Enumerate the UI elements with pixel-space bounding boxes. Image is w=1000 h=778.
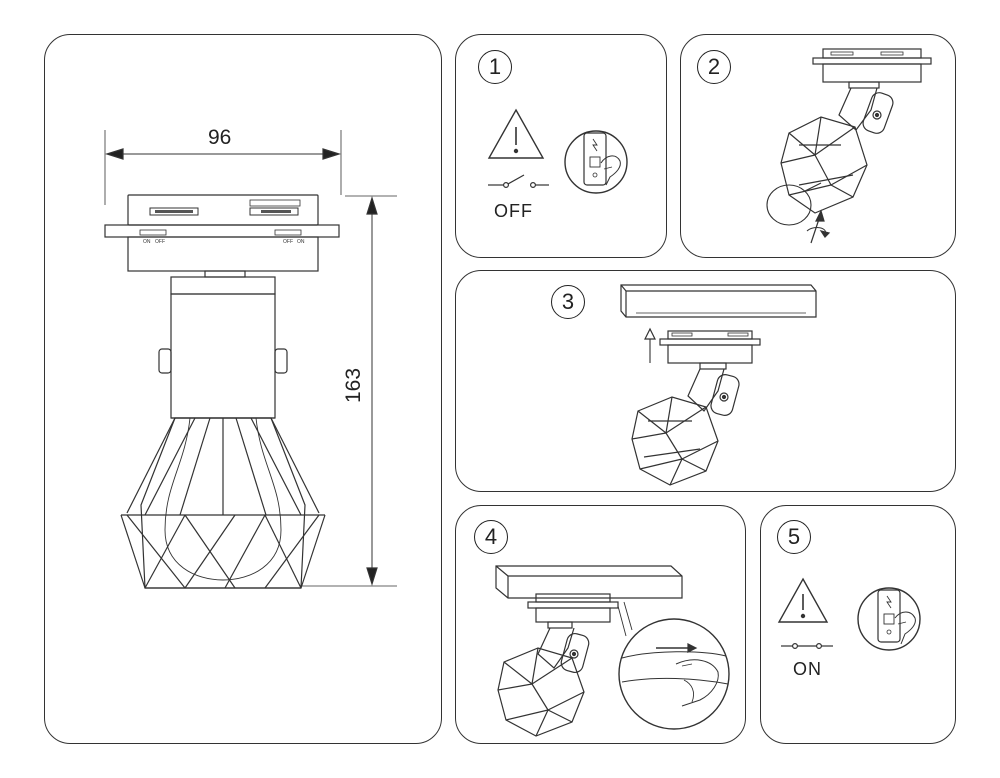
svg-text:OFF: OFF	[283, 239, 293, 245]
warning-icon	[487, 108, 545, 159]
power-off-illustration	[487, 108, 628, 194]
wall-switch-icon	[564, 130, 628, 194]
warning-icon-on	[777, 577, 829, 623]
step-3-panel: 3	[455, 270, 956, 492]
track-mount-illustration	[620, 284, 817, 486]
step-1-panel: 1 OFF	[455, 34, 667, 258]
wall-switch-on-icon	[857, 587, 921, 651]
step-4-number: 4	[474, 520, 508, 554]
fixture-dimension-drawing: ON OFF OFF ON	[104, 130, 397, 589]
switch-open-icon	[488, 174, 549, 189]
svg-text:ON: ON	[297, 239, 305, 245]
step-5-panel: 5 ON	[760, 505, 956, 744]
step-3-number: 3	[551, 285, 585, 319]
step-5-number: 5	[777, 520, 811, 554]
off-caption: OFF	[494, 201, 533, 221]
svg-text:ON: ON	[143, 239, 151, 245]
power-on-illustration	[777, 577, 921, 651]
step-1-number: 1	[478, 50, 512, 84]
switch-closed-icon	[781, 643, 833, 650]
dimension-drawing-panel: ON OFF OFF ON 96 163	[44, 34, 442, 744]
height-dimension-label: 163	[342, 367, 365, 403]
step-4-panel: 4	[455, 505, 746, 744]
step-2-panel: 2	[680, 34, 956, 258]
width-dimension-label: 96	[208, 126, 232, 149]
track-lock-illustration	[495, 565, 730, 737]
svg-text:OFF: OFF	[155, 239, 165, 245]
bulb-install-illustration	[766, 48, 932, 244]
step-2-number: 2	[697, 50, 731, 84]
on-caption: ON	[793, 659, 822, 679]
